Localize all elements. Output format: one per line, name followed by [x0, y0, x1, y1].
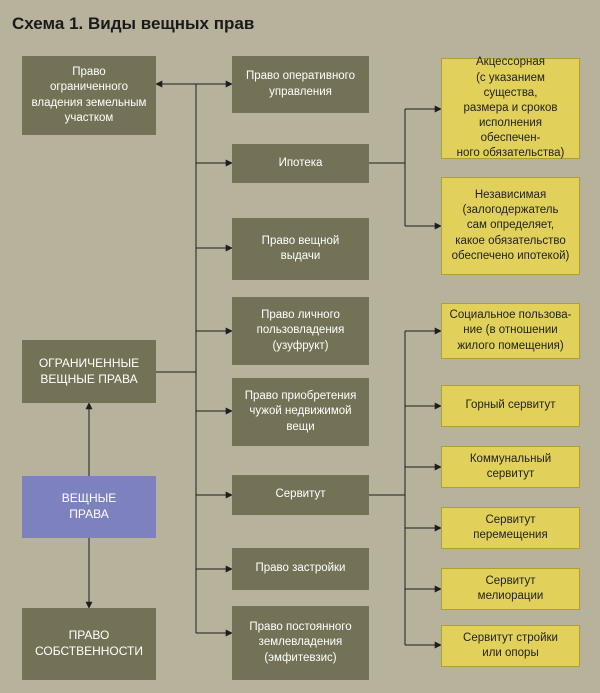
box-mining-servitude: Горный сервитут — [441, 385, 580, 427]
box-melioration-servitude: Сервитут мелиорации — [441, 568, 580, 610]
box-limited-land-possession: Право ограниченного владения земельным у… — [22, 56, 156, 135]
box-real-issue: Право вещной выдачи — [232, 218, 369, 280]
box-social-use: Социальное пользова- ние (в отношении жи… — [441, 303, 580, 359]
box-servitude: Сервитут — [232, 475, 369, 515]
box-operational-management: Право оперативного управления — [232, 56, 369, 113]
box-emphyteusis: Право постоянного землевладения (эмфитев… — [232, 606, 369, 680]
box-ownership: ПРАВО СОБСТВЕННОСТИ — [22, 608, 156, 680]
box-communal-servitude: Коммунальный сервитут — [441, 446, 580, 488]
box-construction-servitude: Сервитут стройки или опоры — [441, 625, 580, 667]
diagram-title: Схема 1. Виды вещных прав — [12, 14, 255, 33]
box-real-rights: ВЕЩНЫЕ ПРАВА — [22, 476, 156, 538]
box-building-right: Право застройки — [232, 548, 369, 590]
box-limited-real-rights: ОГРАНИЧЕННЫЕ ВЕЩНЫЕ ПРАВА — [22, 340, 156, 403]
box-independent: Независимая (залогодержатель сам определ… — [441, 177, 580, 275]
box-movement-servitude: Сервитут перемещения — [441, 507, 580, 549]
box-acquisition: Право приобретения чужой недвижимой вещи — [232, 378, 369, 446]
box-mortgage: Ипотека — [232, 144, 369, 183]
box-accessory: Акцессорная (с указанием существа, разме… — [441, 56, 580, 159]
box-usufruct: Право личного пользовладения (узуфрукт) — [232, 297, 369, 365]
